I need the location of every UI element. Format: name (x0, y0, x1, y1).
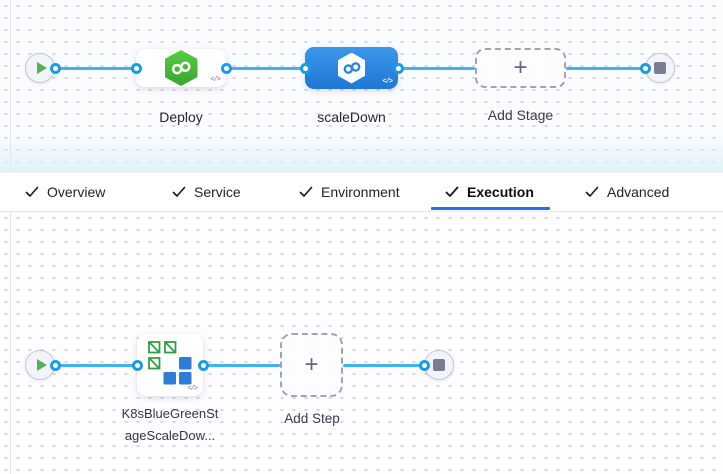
add-step-button[interactable]: + (280, 333, 343, 397)
step-card-k8s-bluegreen-scaledown[interactable]: </> (137, 334, 203, 396)
connector-dot (49, 62, 61, 74)
k8s-bluegreen-scaledown-icon (148, 341, 192, 385)
stop-icon (654, 62, 666, 74)
stage-graph-canvas: </> </> + Deploy scaleDown Add Stage (0, 0, 723, 172)
tab-service[interactable]: Service (172, 173, 241, 211)
edge-step-to-addstep (203, 363, 280, 367)
tab-label: Service (194, 184, 241, 200)
canvas-left-seam (10, 0, 11, 172)
stage-card-scaledown[interactable]: </> (305, 47, 398, 89)
tab-label: Execution (467, 184, 534, 200)
connector-dot (130, 62, 142, 74)
connector-dot (131, 359, 143, 371)
step-name: K8sBlueGreenSt ageScaleDow... (100, 403, 240, 447)
edge-deploy-to-scaledown (226, 66, 305, 70)
tab-execution[interactable]: Execution (431, 173, 550, 211)
connector-dot (639, 62, 651, 74)
edge-start-to-deploy (55, 66, 136, 70)
check-icon (172, 185, 186, 199)
play-icon (36, 359, 47, 371)
check-icon (585, 185, 599, 199)
play-icon (36, 62, 47, 74)
tab-label: Environment (321, 184, 400, 200)
execution-graph-canvas: </> + K8sBlueGreenSt ageScaleDow... Add … (0, 212, 723, 474)
stage-name-scaledown: scaleDown (317, 109, 386, 125)
add-step-label: Add Step (284, 411, 340, 426)
stop-icon (433, 359, 445, 371)
tab-label: Advanced (607, 184, 670, 200)
connector-dot (299, 62, 311, 74)
connector-dot (49, 359, 61, 371)
check-icon (445, 185, 459, 199)
canvas-left-seam (10, 212, 11, 474)
connector-dot (197, 359, 209, 371)
check-icon (25, 185, 39, 199)
add-stage-button[interactable]: + (475, 48, 566, 88)
yaml-code-icon[interactable]: </> (382, 78, 393, 86)
add-stage-label: Add Stage (487, 107, 554, 123)
plus-icon: + (304, 351, 319, 378)
cd-stage-hexagon-icon (164, 50, 198, 86)
connector-dot (220, 62, 232, 74)
tab-overview[interactable]: Overview (25, 173, 105, 211)
check-icon (299, 185, 313, 199)
plus-icon: + (513, 54, 528, 81)
yaml-code-icon[interactable]: </> (187, 385, 198, 393)
step-name-line1: K8sBlueGreenSt (121, 406, 219, 421)
edge-start-to-step (55, 363, 137, 367)
edge-addstage-to-end (566, 66, 645, 70)
stage-card-deploy[interactable]: </> (136, 49, 226, 87)
stage-config-tabbar: Overview Service Environment Execution A… (0, 172, 723, 212)
connector-dot (418, 359, 430, 371)
connector-dot (392, 62, 404, 74)
tab-environment[interactable]: Environment (299, 173, 400, 211)
execution-start-node (25, 350, 55, 380)
yaml-code-icon[interactable]: </> (210, 76, 221, 84)
stage-name-deploy: Deploy (159, 109, 203, 125)
tab-label: Overview (47, 184, 106, 200)
edge-addstep-to-end (343, 363, 424, 367)
canvas-bottom-tint (0, 134, 723, 172)
tab-advanced[interactable]: Advanced (585, 173, 669, 211)
cd-stage-hexagon-icon (338, 52, 365, 84)
edge-scaledown-to-addstage (398, 66, 475, 70)
step-name-line2: ageScaleDow... (124, 428, 216, 443)
